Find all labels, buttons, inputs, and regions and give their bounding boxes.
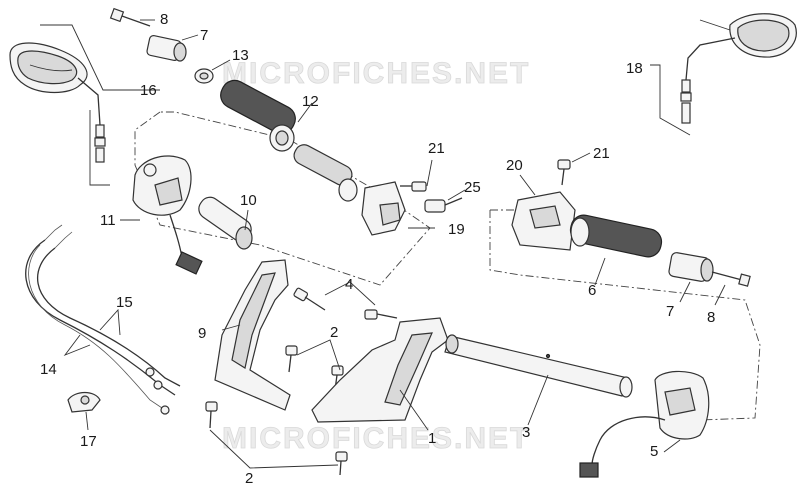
right-riser[interactable] xyxy=(311,317,449,423)
callout-19: 19 xyxy=(448,221,465,238)
right-switch-housing[interactable] xyxy=(511,191,576,251)
screw-21-right[interactable] xyxy=(557,159,571,186)
left-mirror[interactable] xyxy=(9,42,106,163)
left-riser[interactable] xyxy=(214,259,291,411)
bar-end-bolt-right[interactable] xyxy=(711,271,751,287)
callout-14: 14 xyxy=(40,361,57,378)
grip-sleeve-10[interactable] xyxy=(195,193,255,250)
callout-16: 16 xyxy=(140,82,157,99)
callout-6: 6 xyxy=(588,282,596,299)
callout-9: 9 xyxy=(198,325,206,342)
callout-7-top: 7 xyxy=(200,27,208,44)
throttle-tube[interactable] xyxy=(291,142,358,202)
screw-21-left[interactable] xyxy=(400,181,427,192)
left-group-outline xyxy=(134,111,431,286)
callout-13: 13 xyxy=(232,47,249,64)
right-switch-assembly[interactable] xyxy=(579,370,710,478)
bar-end-weight-right[interactable] xyxy=(668,252,714,282)
callout-2-mid: 2 xyxy=(330,324,338,341)
washer[interactable] xyxy=(194,68,214,84)
callout-20: 20 xyxy=(506,157,523,174)
callout-25: 25 xyxy=(464,179,481,196)
callout-15: 15 xyxy=(116,294,133,311)
screw-2-d[interactable] xyxy=(335,451,348,476)
right-group-outline xyxy=(489,210,761,421)
watermark-bottom: MICROFICHES.NET xyxy=(222,422,530,455)
callout-11: 11 xyxy=(100,212,116,229)
screw-2-a[interactable] xyxy=(285,345,298,373)
screw-25[interactable] xyxy=(424,197,463,213)
left-switch-assembly[interactable] xyxy=(132,155,203,275)
throttle-cables[interactable] xyxy=(25,224,181,415)
callout-5: 5 xyxy=(650,443,658,460)
handlebar-tube[interactable] xyxy=(444,334,633,398)
screw-4-a[interactable] xyxy=(293,287,326,311)
screw-2-c[interactable] xyxy=(205,401,218,429)
callout-7-right: 7 xyxy=(666,303,674,320)
bar-end-weight-top[interactable] xyxy=(146,35,187,62)
bar-end-bolt-top[interactable] xyxy=(109,7,151,27)
throttle-housing[interactable] xyxy=(361,181,406,236)
right-grip[interactable] xyxy=(568,213,664,260)
callout-4: 4 xyxy=(345,276,353,293)
screw-4-b[interactable] xyxy=(364,309,398,320)
callout-8-top: 8 xyxy=(160,11,168,28)
callout-1: 1 xyxy=(428,430,436,447)
callout-3: 3 xyxy=(522,424,530,441)
callout-10: 10 xyxy=(240,192,257,209)
callout-8-right: 8 xyxy=(707,309,715,326)
right-mirror[interactable] xyxy=(680,13,797,124)
callout-17: 17 xyxy=(80,433,97,450)
cable-clip[interactable] xyxy=(67,391,101,413)
callout-2-bottom: 2 xyxy=(245,470,253,487)
watermark-top: MICROFICHES.NET xyxy=(222,57,530,90)
left-grip[interactable] xyxy=(216,76,300,152)
callout-21-right: 21 xyxy=(593,145,610,162)
screw-2-b[interactable] xyxy=(331,365,344,391)
callout-21-left: 21 xyxy=(428,140,445,157)
callout-12: 12 xyxy=(302,93,319,110)
callout-18: 18 xyxy=(626,60,643,77)
